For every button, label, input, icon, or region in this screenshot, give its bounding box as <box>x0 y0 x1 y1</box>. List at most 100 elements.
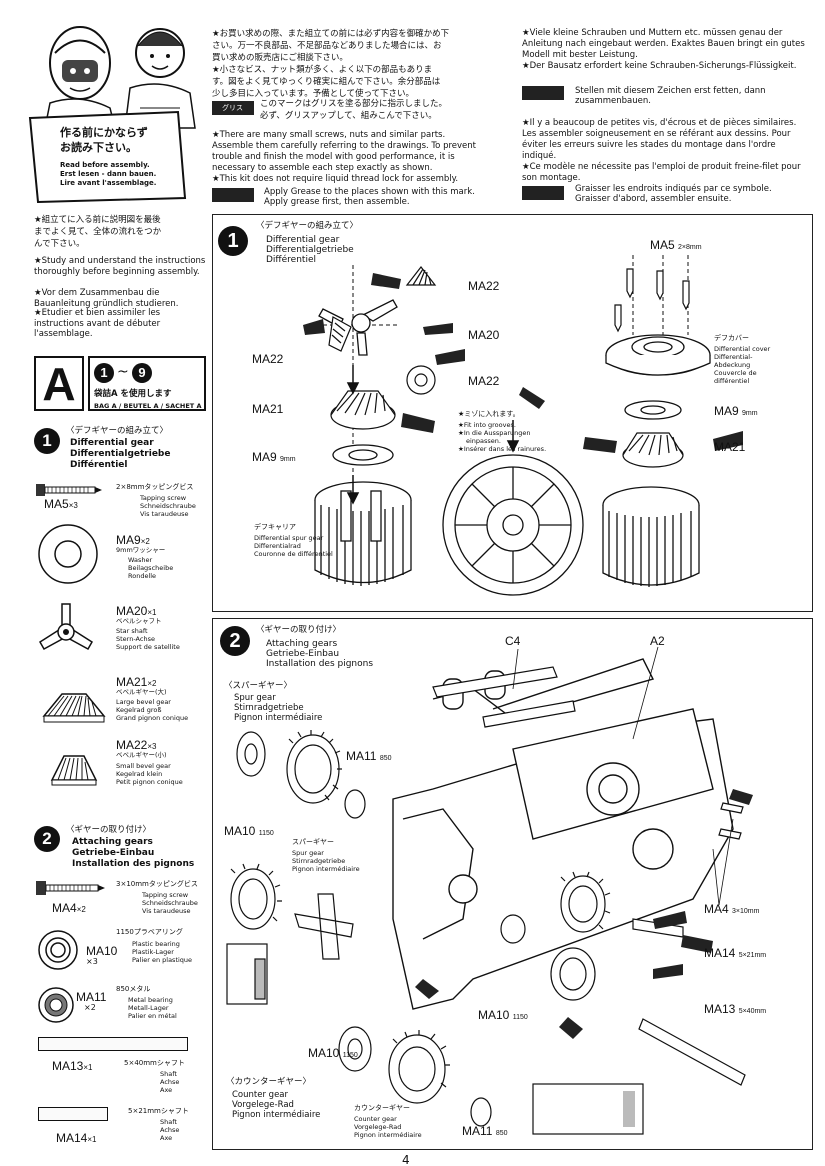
step-title-jp: 〈デフギヤーの組み立て〉 <box>66 426 169 436</box>
shaft-21-icon <box>38 1107 108 1121</box>
intro-fr: ★Etudier et bien assimiler les instructi… <box>34 308 163 339</box>
step-number: 2 <box>34 826 60 852</box>
part-desc: Kegelrad klein <box>116 770 163 778</box>
caption-line: 〈スパーギヤー〉 <box>224 681 293 691</box>
caption-line: Pignon intermédiaire <box>232 1110 321 1120</box>
caption-line: Abdeckung <box>714 361 751 369</box>
part-desc: Schneidschraube <box>142 899 198 907</box>
label-ma10: MA10 1150 <box>224 824 274 838</box>
part-desc: Large bevel gear <box>116 698 171 706</box>
large-bevel-gear-icon <box>42 693 106 723</box>
part-desc: 3×10mmタッピングビス <box>116 880 198 888</box>
page-number: 4 <box>402 1153 410 1166</box>
part-code: MA9×2 <box>116 533 150 547</box>
part-desc: 9mmワッシャー <box>116 546 166 554</box>
part-desc: Metal bearing <box>128 996 173 1004</box>
part-code: MA4×2 <box>52 901 86 915</box>
panel-step2 <box>212 618 813 1150</box>
part-desc: ベベルギヤー(小) <box>116 751 167 759</box>
part-qty: ×3 <box>86 957 98 966</box>
part-desc: Plastik-Lager <box>132 948 174 956</box>
part-desc: Metall-Lager <box>128 1004 169 1012</box>
shaft-40-icon <box>38 1037 188 1051</box>
step-title-en: Differential gear <box>70 438 154 448</box>
grease-mark <box>212 188 254 202</box>
caption-line: Stirnradgetriebe <box>234 703 304 713</box>
label-c4: C4 <box>505 634 521 648</box>
header-jp-line: 少し多目に入っています。予備として使って下さい。 <box>212 89 415 99</box>
part-desc: 2×8mmタッピングビス <box>116 483 194 491</box>
grease-mark-label: グリス <box>222 104 243 112</box>
part-desc: Petit pignon conique <box>116 778 183 786</box>
label-ma9: MA9 9mm <box>252 450 296 464</box>
caption-line: Counter gear <box>354 1115 397 1123</box>
label-ma10: MA10 1150 <box>478 1008 528 1022</box>
bag-label: BAG A / BEUTEL A / SACHET A <box>94 402 202 410</box>
part-desc: Grand pignon conique <box>116 714 189 722</box>
caption-line: Couvercle de <box>714 369 757 377</box>
washer-icon <box>38 524 98 584</box>
grease-fr: Graisser les endroits indiqués par ce sy… <box>575 184 772 204</box>
part-desc: Tapping screw <box>140 494 187 502</box>
part-qty: ×2 <box>84 1003 96 1012</box>
note-line: ★ミゾに入れます。 <box>458 410 520 418</box>
grease-mark <box>522 186 564 200</box>
part-desc: 850メタル <box>116 985 151 993</box>
gearbox-exploded-diagram <box>226 646 753 1135</box>
bag-letter-box: A <box>34 356 84 411</box>
part-desc: Achse <box>160 1078 180 1086</box>
part-desc: Rondelle <box>128 572 157 580</box>
part-desc: Small bevel gear <box>116 762 171 770</box>
mascot-illustration <box>28 26 196 203</box>
caption-line: Couronne de différentiel <box>254 550 333 558</box>
part-desc: Plastic bearing <box>132 940 180 948</box>
caption-line: Differentialrad <box>254 542 301 550</box>
part-desc: Palier en plastique <box>132 956 193 964</box>
part-desc: Shaft <box>160 1070 177 1078</box>
label-ma9: MA9 9mm <box>714 404 758 418</box>
part-desc: ベベルシャフト <box>116 617 162 625</box>
part-desc: 5×21mmシャフト <box>128 1107 189 1115</box>
part-desc: 5×40mmシャフト <box>124 1059 185 1067</box>
part-desc: Palier en métal <box>128 1012 177 1020</box>
bag-range-start: 1 <box>94 363 114 383</box>
caption-line: différentiel <box>714 377 750 385</box>
bag-info-box: 1 ~ 9 袋詰A を使用します BAG A / BEUTEL A / SACH… <box>88 356 206 411</box>
part-desc: Vis taraudeuse <box>142 907 191 915</box>
plastic-bearing-icon <box>38 930 78 970</box>
caption-line: Vorgelege-Rad <box>232 1100 294 1110</box>
part-code: MA22×3 <box>116 738 157 752</box>
part-desc: Shaft <box>160 1118 177 1126</box>
label-ma22: MA22 <box>468 374 500 388</box>
header-jp-line: ★小さなビス、ナット類が多く、よく以下の部品もありま <box>212 65 433 75</box>
part-code: MA20×1 <box>116 604 157 618</box>
screw-icon <box>36 881 105 895</box>
part-desc: ベベルギヤー(大) <box>116 688 167 696</box>
label-ma11: MA11 850 <box>346 749 392 763</box>
part-desc: Axe <box>160 1134 173 1142</box>
step-title-de: Differentialgetriebe <box>266 245 354 255</box>
caption-line: Spur gear <box>292 849 324 857</box>
label-ma5: MA5 2×8mm <box>650 238 702 252</box>
caption-line: デフキャリア <box>254 523 296 531</box>
note-line: ★Fit into grooves. <box>458 421 516 429</box>
step-title-en: Differential gear <box>266 235 340 245</box>
caption-line: カウンターギヤー <box>354 1104 410 1112</box>
caption-line: Pignon intermédiaire <box>234 713 323 723</box>
step-title-de: Differentialgetriebe <box>70 449 171 459</box>
warning-sign-de: Erst lesen - dann bauen. <box>60 170 157 178</box>
caption-line: Pignon intermédiaire <box>292 865 360 873</box>
bag-range-end: 9 <box>132 363 152 383</box>
header-jp-block: ★お買い求めの際、また組立ての前には必ず内容を御確かめ下 さい。万一不良部品、不… <box>212 28 482 100</box>
label-ma21: MA21 <box>252 402 284 416</box>
header-de-text: ★Viele kleine Schrauben und Muttern etc.… <box>522 28 805 71</box>
step-number: 1 <box>34 428 60 454</box>
label-ma4: MA4 3×10mm <box>704 902 760 916</box>
warning-sign-fr: Lire avant l'assemblage. <box>60 179 157 187</box>
panel-step1 <box>212 214 813 612</box>
part-desc: Kegelrad groß <box>116 706 162 714</box>
grease-jp: このマークはグリスを塗る部分に指示しました。 必ず、グリスアップして、組みこんで… <box>260 99 448 121</box>
header-fr-text: ★Il y a beaucoup de petites vis, d'écrou… <box>522 118 801 183</box>
part-desc: Achse <box>160 1126 180 1134</box>
part-desc: Star shaft <box>116 627 148 635</box>
